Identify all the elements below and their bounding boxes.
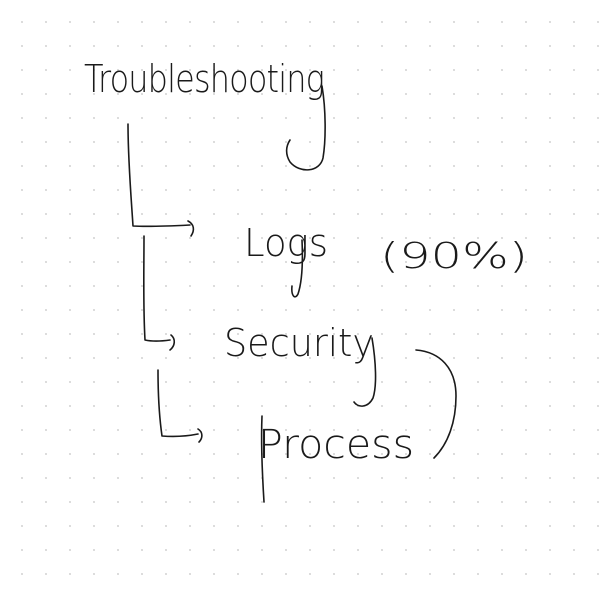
arrow-tip-security xyxy=(169,334,176,351)
branch-label-security: Security xyxy=(224,321,374,365)
branch-label-logs: Logs xyxy=(244,221,328,265)
root-g-descender xyxy=(285,85,326,171)
arrow-tip-process xyxy=(197,428,203,443)
security-y-descender xyxy=(353,337,377,407)
connector-security xyxy=(142,235,171,342)
logs-g-descender xyxy=(291,239,304,298)
group-bracket-security-process xyxy=(415,349,457,459)
arrow-tip-logs xyxy=(187,220,195,237)
connector-logs xyxy=(127,123,191,228)
connector-process xyxy=(157,369,199,438)
process-p-stem xyxy=(260,415,265,503)
root-label: Troubleshooting xyxy=(84,57,324,101)
branch-label-process: Process xyxy=(258,422,414,468)
branch-annotation-logs: (90%) xyxy=(380,236,528,277)
